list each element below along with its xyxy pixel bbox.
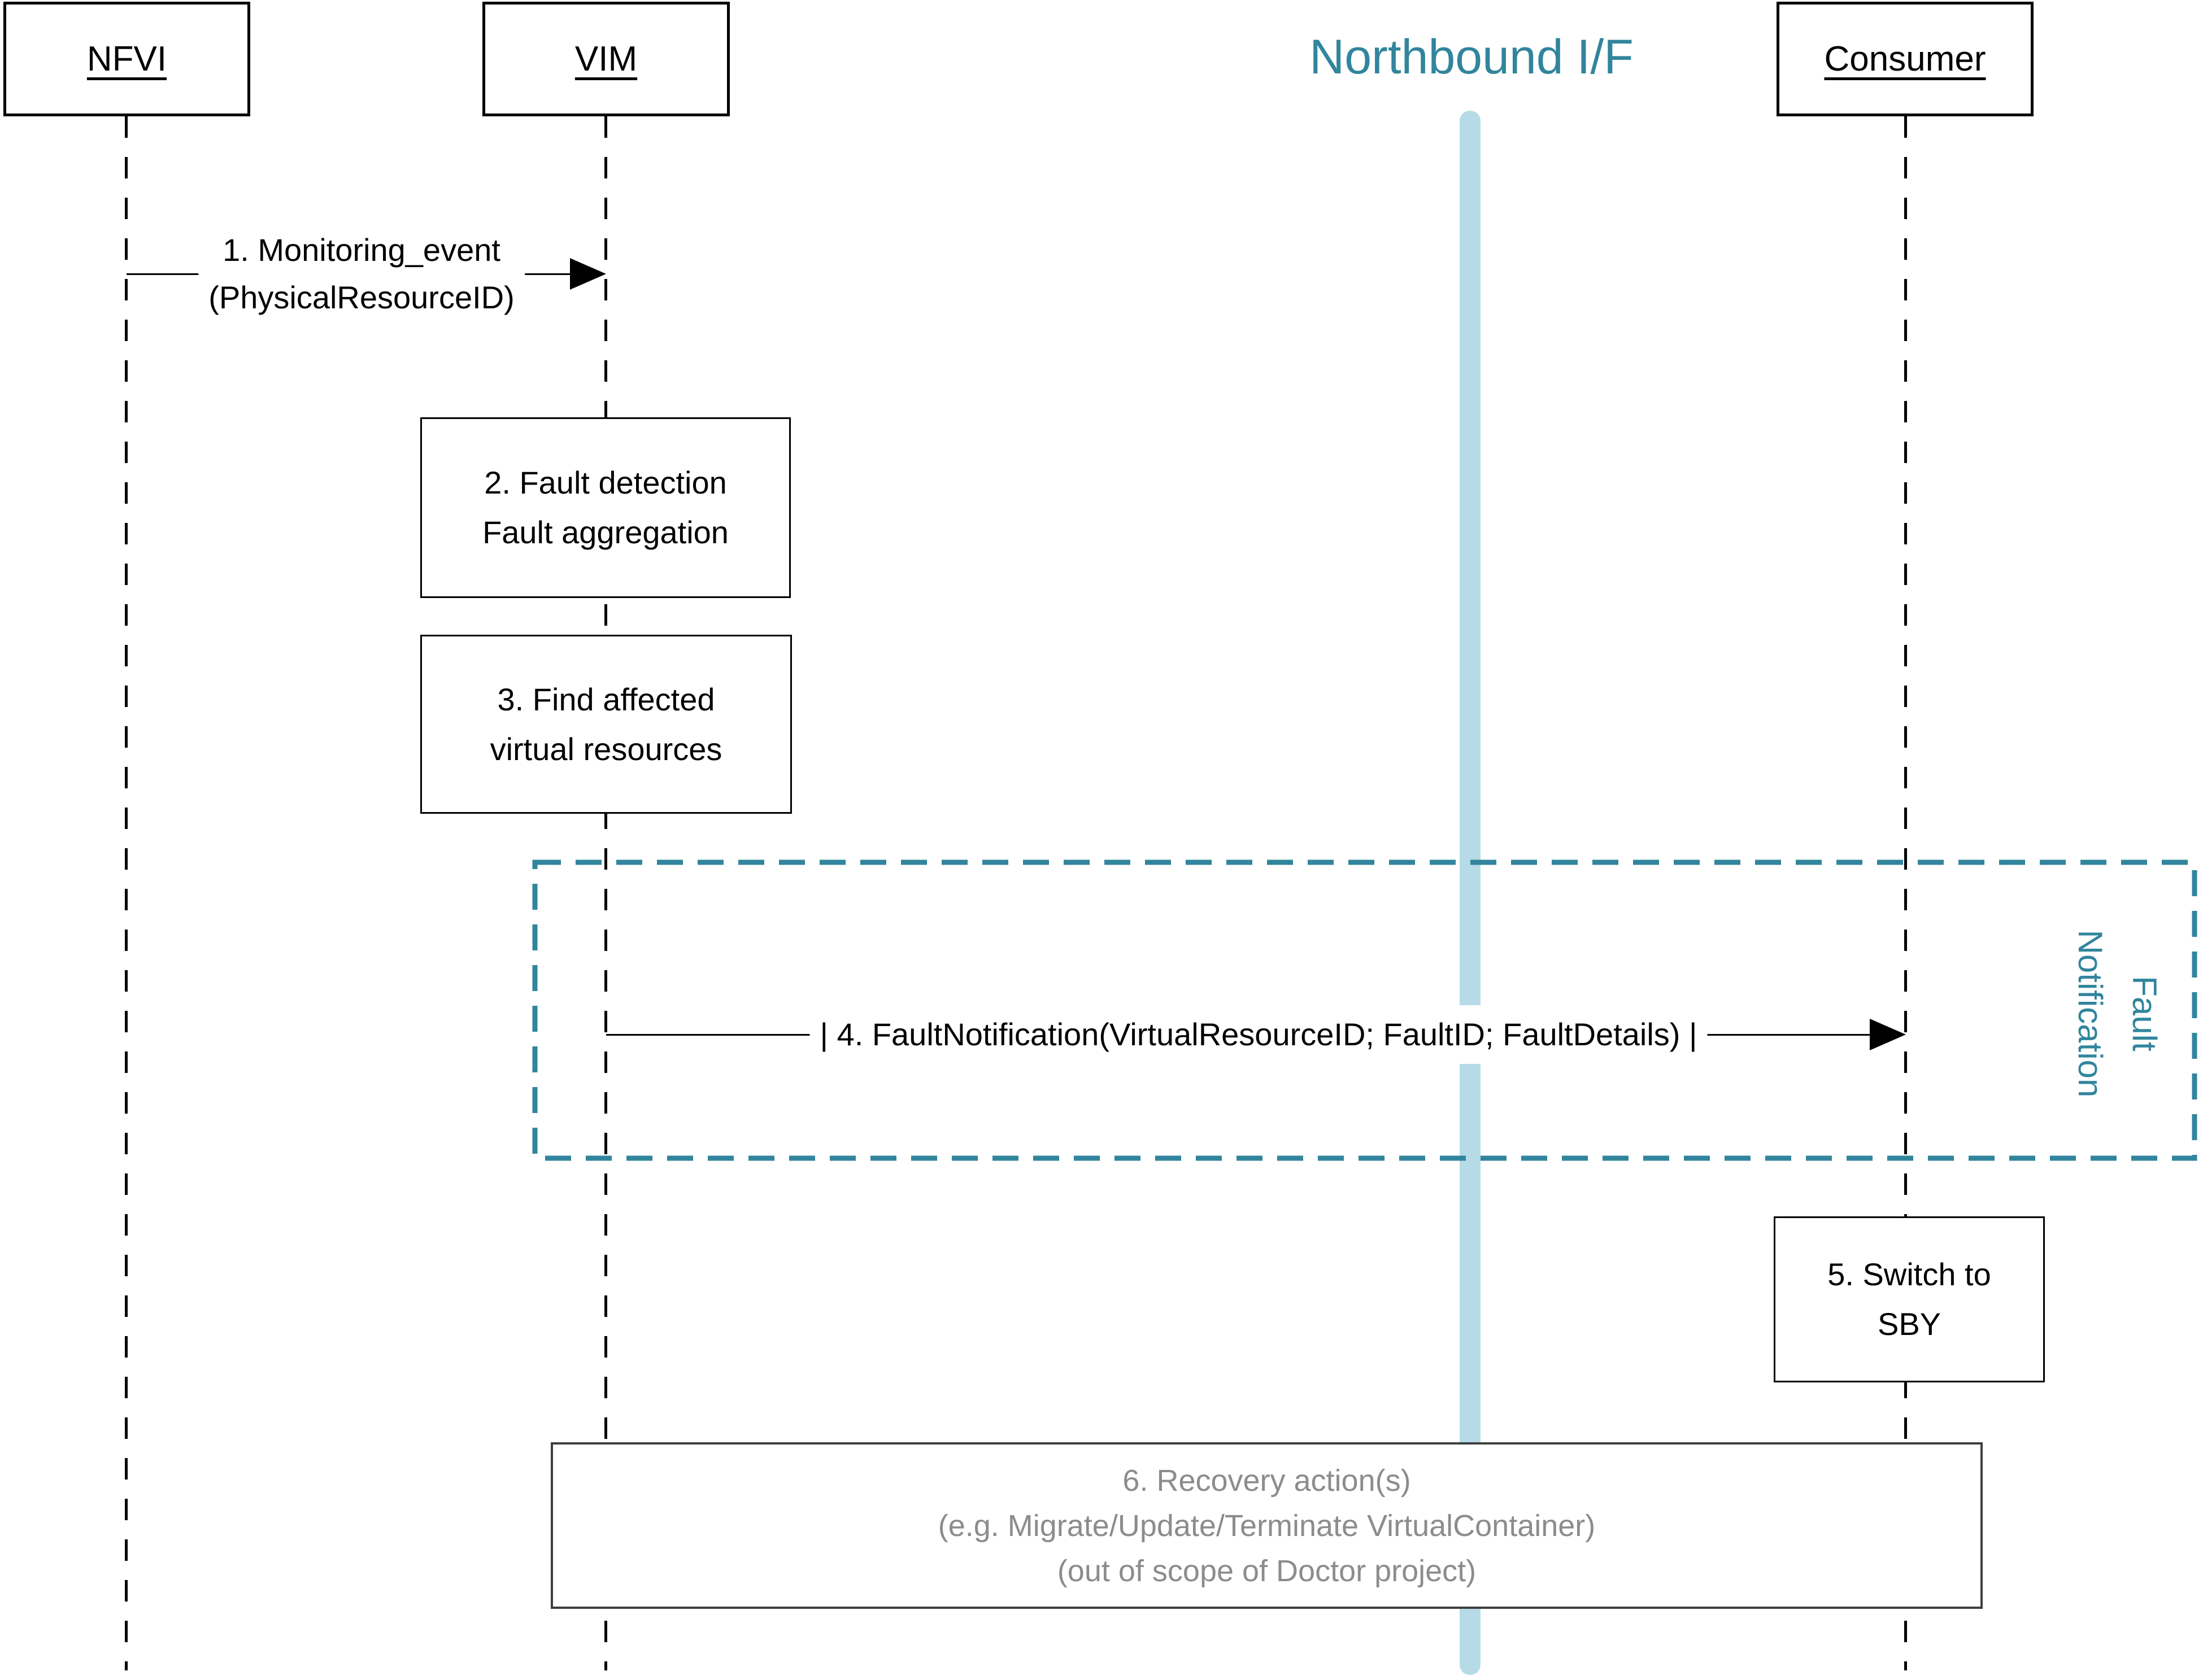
actor-label-vim: VIM bbox=[574, 40, 638, 78]
message-1-arrowhead-icon bbox=[570, 258, 606, 290]
message-4-arrowhead-icon bbox=[1870, 1019, 1906, 1050]
fault-notification-frame-label: Fault Notification bbox=[2063, 930, 2171, 1098]
actor-box-vim: VIM bbox=[482, 2, 730, 116]
actor-label-consumer: Consumer bbox=[1824, 40, 1986, 78]
actor-box-consumer: Consumer bbox=[1777, 2, 2034, 116]
find-affected-line2: virtual resources bbox=[490, 731, 722, 767]
message-1-label-line2: (PhysicalResourceID) bbox=[208, 280, 515, 315]
consumer-lifeline bbox=[1904, 116, 1907, 1670]
message-1-label: 1. Monitoring_event (PhysicalResourceID) bbox=[198, 223, 525, 325]
activity-box-recovery: 6. Recovery action(s) (e.g. Migrate/Upda… bbox=[551, 1442, 1983, 1609]
message-4-label: | 4. FaultNotification(VirtualResourceID… bbox=[809, 1005, 1708, 1064]
activity-box-fault-detection: 2. Fault detection Fault aggregation bbox=[420, 417, 791, 598]
recovery-line2: (e.g. Migrate/Update/Terminate VirtualCo… bbox=[938, 1508, 1596, 1543]
recovery-line1: 6. Recovery action(s) bbox=[1122, 1463, 1411, 1498]
frame-label-line2: Notification bbox=[2071, 930, 2109, 1098]
fault-detection-line1: 2. Fault detection bbox=[484, 465, 727, 500]
northbound-interface-title: Northbound I/F bbox=[1309, 30, 1634, 84]
switch-sby-line2: SBY bbox=[1877, 1306, 1941, 1342]
message-1-label-line1: 1. Monitoring_event bbox=[223, 232, 500, 268]
activity-box-find-affected: 3. Find affected virtual resources bbox=[420, 635, 792, 814]
frame-label-line1: Fault bbox=[2126, 976, 2163, 1051]
nfvi-lifeline bbox=[125, 116, 128, 1670]
activity-box-switch-sby: 5. Switch to SBY bbox=[1774, 1216, 2045, 1382]
find-affected-line1: 3. Find affected bbox=[497, 681, 715, 717]
actor-box-nfvi: NFVI bbox=[3, 2, 250, 116]
vim-lifeline bbox=[604, 116, 607, 1670]
northbound-interface-bar bbox=[1460, 111, 1481, 1675]
switch-sby-line1: 5. Switch to bbox=[1827, 1256, 1991, 1292]
fault-detection-line2: Fault aggregation bbox=[482, 514, 729, 550]
recovery-line3: (out of scope of Doctor project) bbox=[1057, 1554, 1477, 1588]
fault-notification-frame bbox=[532, 859, 2197, 1161]
actor-label-nfvi: NFVI bbox=[86, 40, 167, 78]
